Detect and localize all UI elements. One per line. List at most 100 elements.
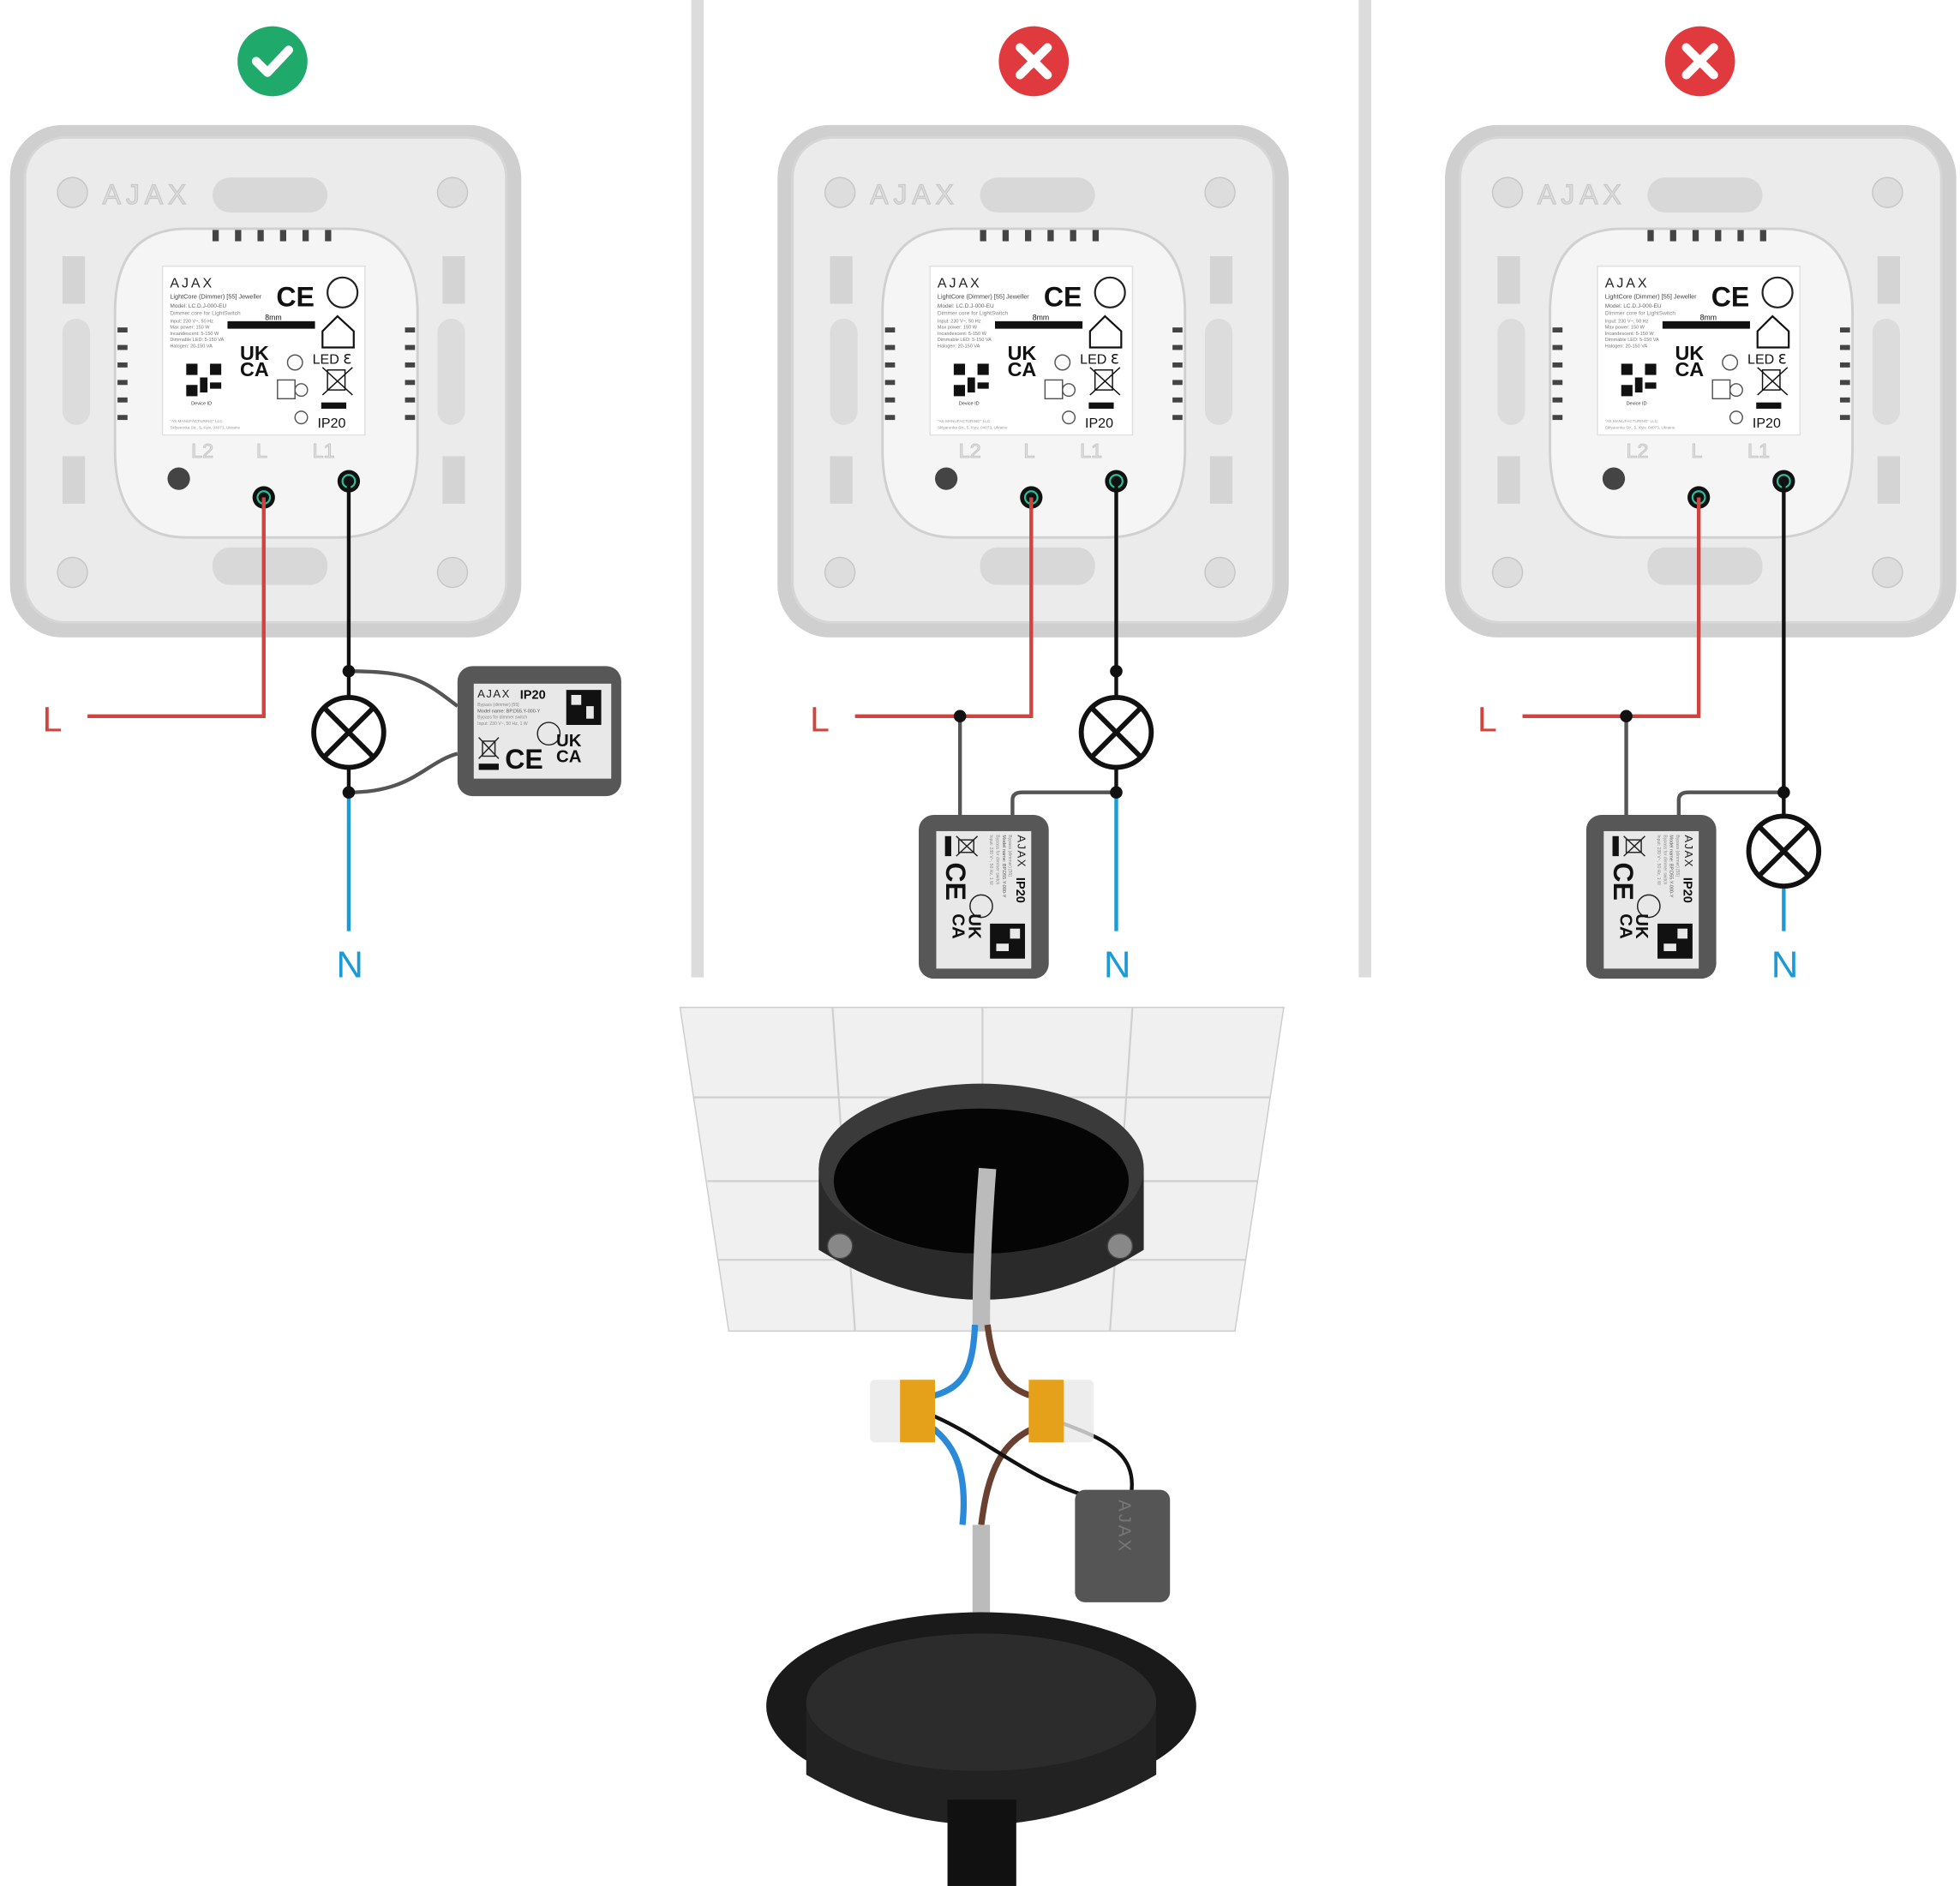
indoor-house-icon xyxy=(1756,314,1790,349)
bypass-input: Input: 230 V~, 50 Hz, 1 W xyxy=(477,721,528,727)
terminal-label-l1: L1 xyxy=(1080,440,1102,462)
terminal-label-l1: L1 xyxy=(1747,440,1770,462)
ip-rating: IP20 xyxy=(1753,416,1781,431)
neutral-label-n: N xyxy=(1104,944,1131,986)
label-input: Input: 230 V~, 50 Hz xyxy=(938,319,981,324)
plate-logo: AJAX xyxy=(870,179,959,210)
junction-dot xyxy=(1620,709,1633,723)
ukca-mark: CA xyxy=(1675,358,1704,380)
label-input: Input: 230 V~, 50 Hz xyxy=(170,319,213,324)
label-dimmable-led: Dimmable LED: 5-150 VA xyxy=(170,338,224,343)
terminal-label-l2: L2 xyxy=(959,440,981,462)
divider xyxy=(1358,0,1372,978)
junction-dot xyxy=(342,664,356,678)
bypass-product: Bypass (dimmer) [55] xyxy=(1007,835,1012,877)
label-model: Model: LC.D.J-000-EU xyxy=(170,303,226,309)
qr-code-icon xyxy=(990,923,1026,959)
lamp-icon xyxy=(311,694,387,770)
lamp-symbol-icon xyxy=(1044,354,1076,425)
label-max-power: Max power: 150 W xyxy=(170,326,210,331)
lamp-symbol-icon xyxy=(1711,354,1743,425)
terminal-label-l: L xyxy=(1691,440,1702,462)
bypass-ce: CE xyxy=(1608,862,1639,901)
manufacturer: "AS MANUFACTURING" LLC xyxy=(1605,419,1658,423)
junction-dot xyxy=(342,786,356,799)
indoor-house-icon xyxy=(1088,314,1123,349)
manufacturer: "AS MANUFACTURING" LLC xyxy=(170,419,223,423)
terminal-l2 xyxy=(934,467,958,490)
label-model: Model: LC.D.J-000-EU xyxy=(1605,303,1662,309)
lamp-symbol-icon xyxy=(277,354,309,425)
strip-length: 8mm xyxy=(265,313,281,321)
label-incandescent: Incandescent: 5-150 W xyxy=(938,332,987,337)
bypass-brand: AJAX xyxy=(1114,1500,1133,1554)
ukca-mark: UK xyxy=(1675,342,1704,364)
strip-length: 8mm xyxy=(1700,313,1717,321)
junction-dot xyxy=(1110,664,1123,678)
bypass-input: Input: 230 V~, 50 Hz, 1 W xyxy=(988,835,993,885)
terminal-label-l1: L1 xyxy=(313,440,335,462)
bypass-ip: IP20 xyxy=(520,688,546,702)
terminal-l2 xyxy=(1602,467,1626,490)
bypass-brand: AJAX xyxy=(1682,835,1695,868)
ce-mark: CE xyxy=(1044,281,1082,312)
label-halogen: Halogen: 20-150 VA xyxy=(1605,344,1648,350)
panel-1: AJAX AJAX LightCore (Dimmer) [55] Jewell… xyxy=(9,26,522,638)
terminal-label-l: L xyxy=(256,440,267,462)
bypass-product: Bypass (dimmer) [55] xyxy=(477,703,519,708)
plate-logo: AJAX xyxy=(1537,179,1627,210)
ua-mark-icon xyxy=(536,721,561,746)
bypass-ukca: UK xyxy=(964,913,983,939)
bypass-ce: CE xyxy=(940,862,971,901)
bypass-description: Bypass for dimmer switch xyxy=(1662,835,1667,884)
device-label: AJAX LightCore (Dimmer) [55] Jeweller Mo… xyxy=(1597,265,1801,462)
label-description: Dimmer core for LightSwitch xyxy=(938,311,1009,317)
bypass-module-installed: AJAX xyxy=(1075,1489,1171,1602)
bypass-model: Model name: BP.D55.Y-000-Y xyxy=(477,709,540,714)
led-mark: LED ℇ xyxy=(1747,351,1787,367)
ukca-mark: UK xyxy=(240,342,269,364)
divider xyxy=(691,0,704,978)
bypass-module: AJAX IP20 Bypass (dimmer) [55] Model nam… xyxy=(457,666,621,797)
weee-bin-icon xyxy=(478,737,500,759)
label-max-power: Max power: 150 W xyxy=(938,326,978,331)
bypass-module: AJAX IP20 Bypass (dimmer) [55] Model nam… xyxy=(919,814,1049,979)
label-brand: AJAX xyxy=(170,275,214,290)
lamp-icon xyxy=(1746,813,1822,889)
ce-mark: CE xyxy=(276,281,315,312)
label-product: LightCore (Dimmer) [55] Jeweller xyxy=(170,293,261,301)
label-dimmable-led: Dimmable LED: 5-150 VA xyxy=(938,338,992,343)
lamp-icon xyxy=(1078,694,1154,770)
bypass-brand: AJAX xyxy=(1015,835,1028,868)
weee-bin-icon xyxy=(956,835,979,857)
address: Sklyarenka Str., 5, Kyiv, 04073, Ukraine xyxy=(1605,425,1675,429)
ukca-mark: CA xyxy=(240,358,269,380)
bypass-brand: AJAX xyxy=(477,687,511,700)
neutral-label-n: N xyxy=(1771,944,1799,986)
ip-rating: IP20 xyxy=(317,416,345,431)
lamp-canopy xyxy=(766,1612,1196,1886)
ua-mark-icon xyxy=(1636,894,1661,919)
junction-dot xyxy=(953,709,967,723)
plate-logo: AJAX xyxy=(103,179,192,210)
label-incandescent: Incandescent: 5-150 W xyxy=(170,332,219,337)
ukca-mark: CA xyxy=(1008,358,1037,380)
wago-connector xyxy=(870,1380,935,1443)
bypass-description: Bypass for dimmer switch xyxy=(477,715,527,721)
bypass-description: Bypass for dimmer switch xyxy=(994,835,999,884)
label-incandescent: Incandescent: 5-150 W xyxy=(1605,332,1655,337)
cross-icon xyxy=(1664,26,1735,97)
bypass-module: AJAX IP20 Bypass (dimmer) [55] Model nam… xyxy=(1585,814,1717,979)
wiring-panel-3: AJAX IP20 Bypass (dimmer) [55] Model nam… xyxy=(1477,481,1822,986)
bypass-input: Input: 230 V~, 50 Hz, 1 W xyxy=(1656,835,1661,885)
qr-code-icon xyxy=(1620,362,1658,398)
label-halogen: Halogen: 20-150 VA xyxy=(170,344,213,350)
strip-length: 8mm xyxy=(1033,313,1049,321)
bypass-ukca: UK xyxy=(556,732,582,751)
weee-bin-icon xyxy=(321,367,353,396)
ua-mark-icon xyxy=(1094,276,1126,308)
indoor-house-icon xyxy=(321,314,355,349)
ua-mark-icon xyxy=(327,276,359,308)
address: Sklyarenka Str., 5, Kyiv, 04073, Ukraine xyxy=(170,425,240,429)
bypass-ukca: CA xyxy=(1615,913,1634,939)
